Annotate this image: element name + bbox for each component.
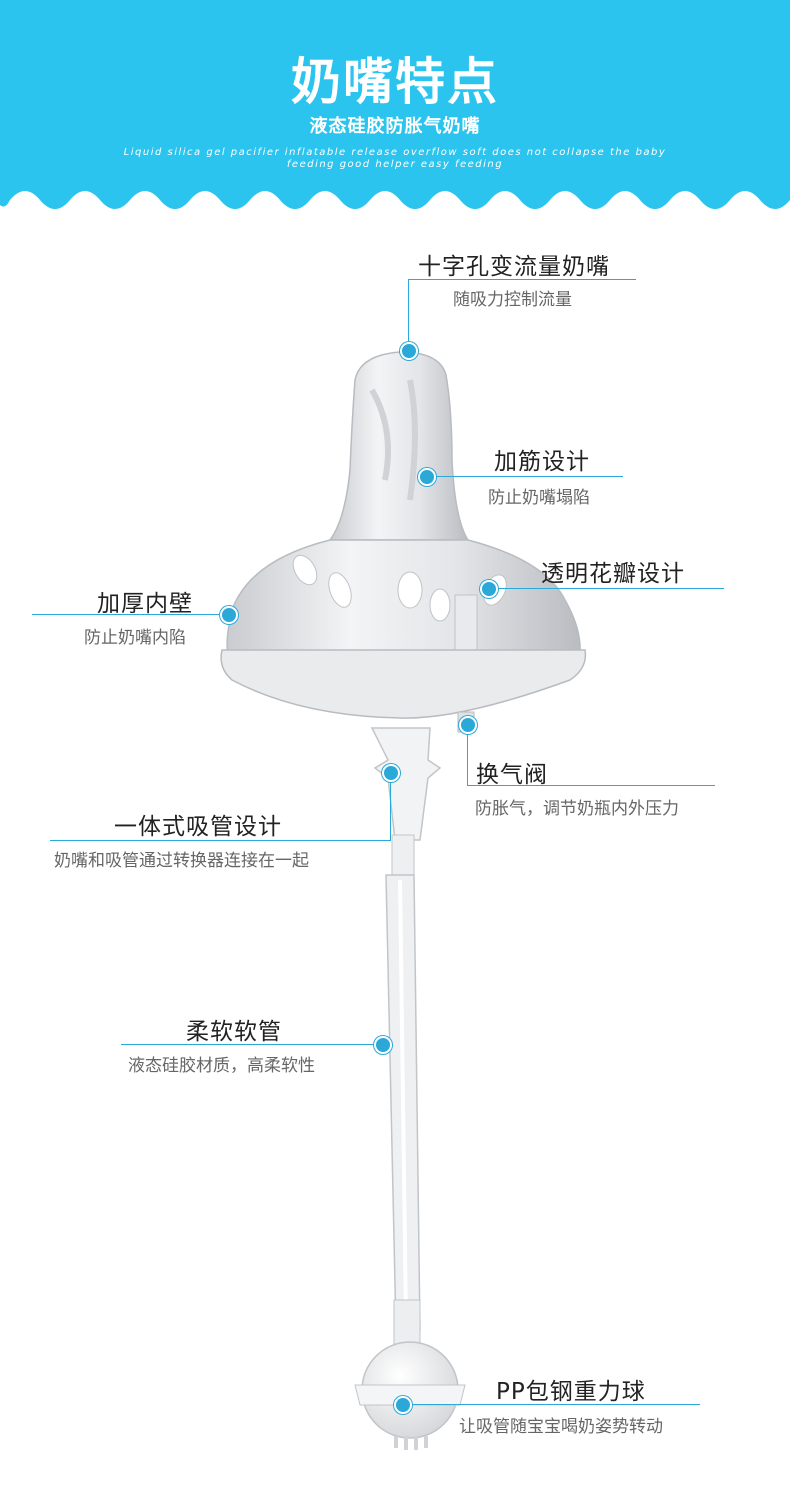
callout-1-connector bbox=[408, 279, 409, 349]
callout-integrated-straw-sub-wrap: 奶嘴和吸管通过转换器连接在一起 bbox=[54, 846, 309, 871]
callout-title: 换气阀 bbox=[476, 762, 548, 788]
callout-gravity-ball-sub-wrap: 让吸管随宝宝喝奶姿势转动 bbox=[459, 1412, 663, 1437]
callout-title: 十字孔变流量奶嘴 bbox=[418, 254, 610, 280]
callout-valve: 换气阀 bbox=[476, 755, 548, 789]
callout-3-line bbox=[488, 588, 724, 589]
callout-title: 透明花瓣设计 bbox=[541, 561, 685, 587]
page-subtitle: 液态硅胶防胀气奶嘴 bbox=[309, 116, 481, 137]
callout-6-line bbox=[50, 840, 391, 841]
english-line-1: Liquid silica gel pacifier inflatable re… bbox=[123, 147, 667, 158]
callout-7-line bbox=[121, 1044, 383, 1045]
callout-subtitle: 奶嘴和吸管通过转换器连接在一起 bbox=[54, 851, 309, 871]
straw-connector bbox=[370, 727, 442, 841]
callout-petal: 透明花瓣设计 bbox=[541, 554, 685, 588]
callout-subtitle: 防止奶嘴塌陷 bbox=[488, 488, 590, 508]
callout-integrated-straw: 一体式吸管设计 bbox=[114, 807, 282, 841]
callout-title: PP包钢重力球 bbox=[496, 1379, 646, 1405]
callout-8-dot bbox=[394, 1396, 412, 1414]
callout-title: 一体式吸管设计 bbox=[114, 814, 282, 840]
callout-subtitle: 液态硅胶材质，高柔软性 bbox=[128, 1056, 315, 1076]
callout-title: 加厚内壁 bbox=[97, 591, 193, 617]
callout-7-dot bbox=[374, 1036, 392, 1054]
callout-ribs: 加筋设计 bbox=[494, 442, 590, 476]
english-description: Liquid silica gel pacifier inflatable re… bbox=[95, 147, 695, 171]
callout-cross-hole: 十字孔变流量奶嘴 bbox=[418, 247, 610, 281]
callout-8-line bbox=[402, 1404, 700, 1405]
callout-3-dot bbox=[480, 580, 498, 598]
callout-subtitle: 让吸管随宝宝喝奶姿势转动 bbox=[459, 1417, 663, 1437]
callout-2-line bbox=[428, 476, 623, 477]
callout-soft-tube-sub-wrap: 液态硅胶材质，高柔软性 bbox=[128, 1051, 315, 1076]
callout-5-connector bbox=[467, 724, 468, 786]
callout-subtitle: 防止奶嘴内陷 bbox=[84, 628, 186, 648]
callout-subtitle: 随吸力控制流量 bbox=[453, 290, 572, 310]
callout-thick-wall-sub-wrap: 防止奶嘴内陷 bbox=[84, 623, 186, 648]
callout-5-line bbox=[467, 785, 715, 786]
wave-background bbox=[0, 0, 790, 209]
callout-6-connector bbox=[390, 772, 391, 840]
english-line-2: feeding good helper easy feeding bbox=[286, 159, 504, 170]
callout-5-dot bbox=[459, 716, 477, 734]
nipple-flange bbox=[220, 649, 587, 719]
callout-valve-sub-wrap: 防胀气，调节奶瓶内外压力 bbox=[475, 794, 679, 819]
callout-1-line bbox=[408, 279, 636, 280]
callout-gravity-ball: PP包钢重力球 bbox=[496, 1372, 646, 1406]
callout-2-dot bbox=[418, 468, 436, 486]
callout-4-line bbox=[32, 614, 228, 615]
callout-thick-wall: 加厚内壁 bbox=[97, 584, 193, 618]
callout-4-dot bbox=[220, 606, 238, 624]
callout-1-dot bbox=[400, 342, 418, 360]
callout-title: 柔软软管 bbox=[186, 1019, 282, 1045]
callout-6-dot bbox=[382, 764, 400, 782]
callout-subtitle: 防胀气，调节奶瓶内外压力 bbox=[475, 799, 679, 819]
header-banner: 奶嘴特点 液态硅胶防胀气奶嘴 Liquid silica gel pacifie… bbox=[0, 0, 790, 230]
nipple-tip bbox=[328, 351, 470, 541]
callout-soft-tube: 柔软软管 bbox=[186, 1012, 282, 1046]
page-title: 奶嘴特点 bbox=[291, 53, 499, 111]
callout-title: 加筋设计 bbox=[494, 449, 590, 475]
callout-cross-hole-sub-wrap: 随吸力控制流量 bbox=[453, 285, 572, 310]
callout-ribs-sub-wrap: 防止奶嘴塌陷 bbox=[488, 483, 590, 508]
